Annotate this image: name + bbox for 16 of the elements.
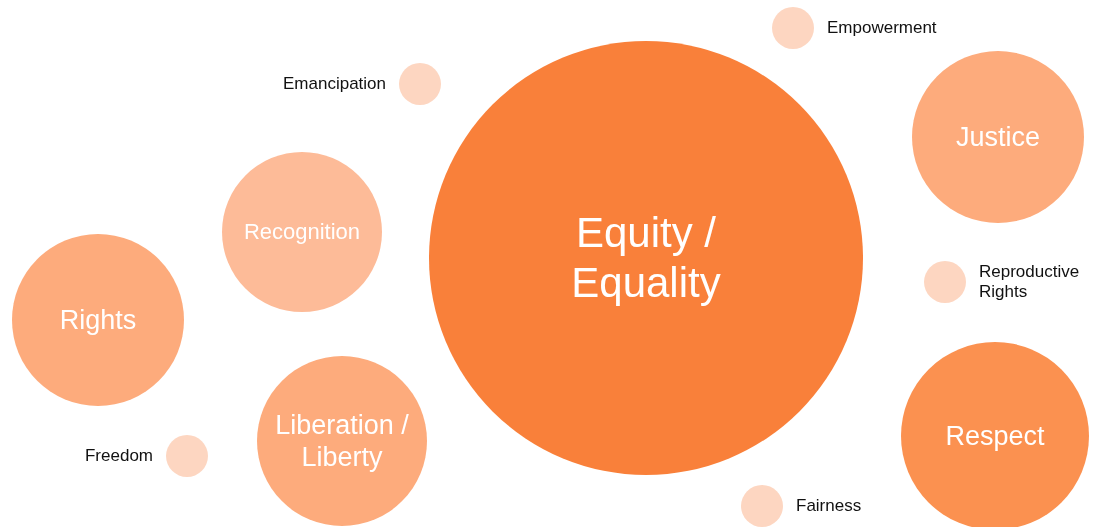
small-circle (772, 7, 814, 49)
bubble-caption: Empowerment (827, 17, 937, 39)
small-circle (924, 261, 966, 303)
bubble-caption: Reproductive Rights (979, 261, 1081, 303)
bubble-caption: Emancipation (283, 73, 386, 95)
small-circle (399, 63, 441, 105)
bubble-label: Rights (59, 303, 137, 337)
bubble-label: Justice (955, 120, 1040, 154)
bubble-caption: Freedom (84, 445, 153, 467)
bubble-label: Equity / Equality (570, 207, 722, 308)
small-circle (166, 435, 208, 477)
bubble-label: Recognition (243, 218, 361, 246)
bubble-caption: Fairness (796, 495, 862, 517)
bubble-label: Respect (945, 419, 1045, 453)
bubble-label: Liberation / Liberty (274, 408, 410, 474)
small-circle (741, 485, 783, 527)
